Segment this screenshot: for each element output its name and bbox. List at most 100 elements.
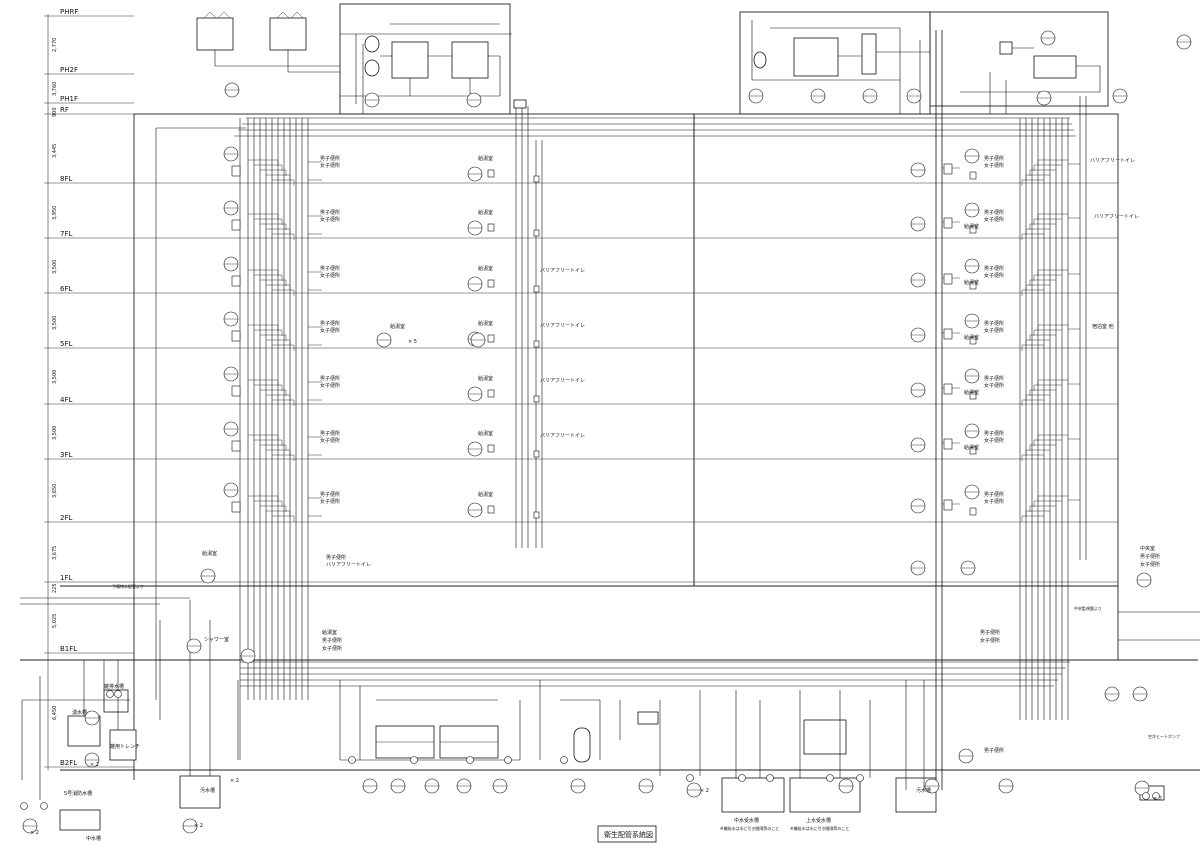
label-note1: ※補給水は水に引き間隔等のこと (720, 825, 779, 831)
room-label-pantry: 給湯室 (964, 389, 979, 396)
room-label-male: 男子便所 (320, 155, 340, 162)
branch-pipe (1025, 228, 1050, 235)
room-label-male: 男子便所 (984, 320, 1004, 327)
label-bf-1f: バリアフリートイレ (326, 562, 371, 568)
branch-pipe (1025, 394, 1050, 401)
branch-pipe (254, 439, 283, 446)
valve-symbol (533, 511, 540, 519)
valve-symbol (943, 217, 953, 229)
branch-pipe (1029, 223, 1056, 230)
label-yobi: 予備排水配管より (112, 583, 144, 589)
basement-equipment (21, 600, 1165, 831)
valve-symbol (943, 163, 953, 175)
room-label-pantry: 給湯室 (478, 491, 493, 498)
label-x2-mid: × 2 (700, 788, 709, 794)
branch-pipe (260, 279, 287, 286)
branch-pipe (260, 334, 287, 341)
branch-pipe (248, 379, 279, 386)
riser-pipes (20, 30, 1200, 790)
room-label-male: 男子便所 (320, 265, 340, 272)
valve-symbol (533, 340, 540, 348)
branch-pipe (1021, 179, 1044, 186)
dimension-label: 5,025 (52, 614, 58, 628)
valve-symbol (533, 175, 540, 183)
building-right-frame (693, 113, 1119, 587)
room-label-female: 女子便所 (320, 162, 340, 169)
label-chusui: 中水受水槽 (734, 817, 759, 824)
room-label-pantry: 給湯室 (478, 430, 493, 437)
level-label: 5FL (60, 340, 72, 348)
level-label: 2FL (60, 514, 72, 522)
valve-symbol (943, 273, 953, 285)
pump-symbol (348, 756, 356, 764)
branch-pipe (266, 510, 291, 517)
label-f-b1: 女子便所 (322, 645, 342, 652)
hot-water-tank-3 (793, 37, 839, 77)
label-f-b1r: 女子便所 (1140, 561, 1160, 568)
label-jousui: 上水受水槽 (806, 817, 831, 824)
label-kyuto-1f: 給湯室 (202, 550, 217, 557)
room-label-pantry: 給湯室 (964, 334, 979, 341)
label-x2-left: × 2 (230, 778, 239, 784)
expansion-tank-3 (753, 51, 767, 69)
small-tank (637, 711, 659, 725)
label-yusui: 湧水槽 (72, 709, 87, 716)
branch-pipe (1021, 233, 1044, 240)
branch-pipe (254, 384, 283, 391)
dimension-label: 3,500 (52, 370, 58, 384)
branch-pipe (1033, 500, 1062, 507)
dimension-label: 3,500 (52, 426, 58, 440)
room-label-female: 女子便所 (984, 327, 1004, 334)
expansion-tank-2 (364, 59, 380, 77)
pump-symbol (114, 690, 122, 698)
label-fx5: × 5 (408, 339, 417, 345)
valve-symbol (969, 225, 977, 234)
valve-symbol (969, 391, 977, 400)
branch-pipe (248, 324, 279, 331)
room-label-male: 男子便所 (320, 209, 340, 216)
label-mr-b2: 男子便所 (984, 747, 1004, 754)
branch-pipe (308, 497, 322, 517)
label-shower: シャワー室 (204, 636, 229, 643)
valve-symbol (231, 219, 241, 231)
pump-symbol (20, 802, 28, 810)
label-f-b1-right: 女子便所 (980, 637, 1000, 644)
pump-symbol (766, 774, 774, 782)
branch-pipe (254, 329, 283, 336)
pump-symbol (466, 756, 474, 764)
room-label-pantry: 給湯室 (478, 375, 493, 382)
branch-pipe (942, 438, 1080, 444)
branch-pipe (1033, 218, 1062, 225)
room-label-barrierfree: バリアフリートイレ (540, 378, 585, 384)
roof-equipment-right (751, 20, 1101, 114)
branch-pipe (1029, 505, 1056, 512)
branch-pipe (266, 228, 291, 235)
branch-pipe (272, 399, 295, 406)
branch-pipe (1021, 515, 1044, 522)
label-note2: ※補給水は水に引き間隔等のこと (790, 825, 849, 831)
label-bf-8f: バリアフリートイレ (1090, 158, 1135, 164)
label-x2-osui: × 2 (194, 823, 203, 829)
valve-symbol (487, 444, 495, 453)
fire-water-tank (59, 809, 101, 831)
valve-symbol (943, 383, 953, 395)
room-label-female: 女子便所 (984, 498, 1004, 505)
valve-symbol (533, 285, 540, 293)
branch-pipe (1025, 284, 1050, 291)
level-label: PH2F (60, 66, 78, 74)
control-box (999, 41, 1013, 55)
level-ruler: PHRFPH2FPH1FRF8FL7FL6FL5FL4FL3FL2FL1FLB1… (44, 8, 134, 770)
branch-pipe (260, 169, 287, 176)
grey-water-tank (721, 777, 785, 813)
valve-symbol (231, 275, 241, 287)
branch-pipe (942, 217, 1080, 223)
branch-pipe (1029, 389, 1056, 396)
branch-pipe (272, 233, 295, 240)
branch-pipe (1033, 274, 1062, 281)
potable-water-tank (789, 777, 861, 813)
branch-pipe (1033, 439, 1062, 446)
branch-pipe (272, 454, 295, 461)
branch-pipe (272, 179, 295, 186)
room-label-pantry: 給湯室 (478, 209, 493, 216)
